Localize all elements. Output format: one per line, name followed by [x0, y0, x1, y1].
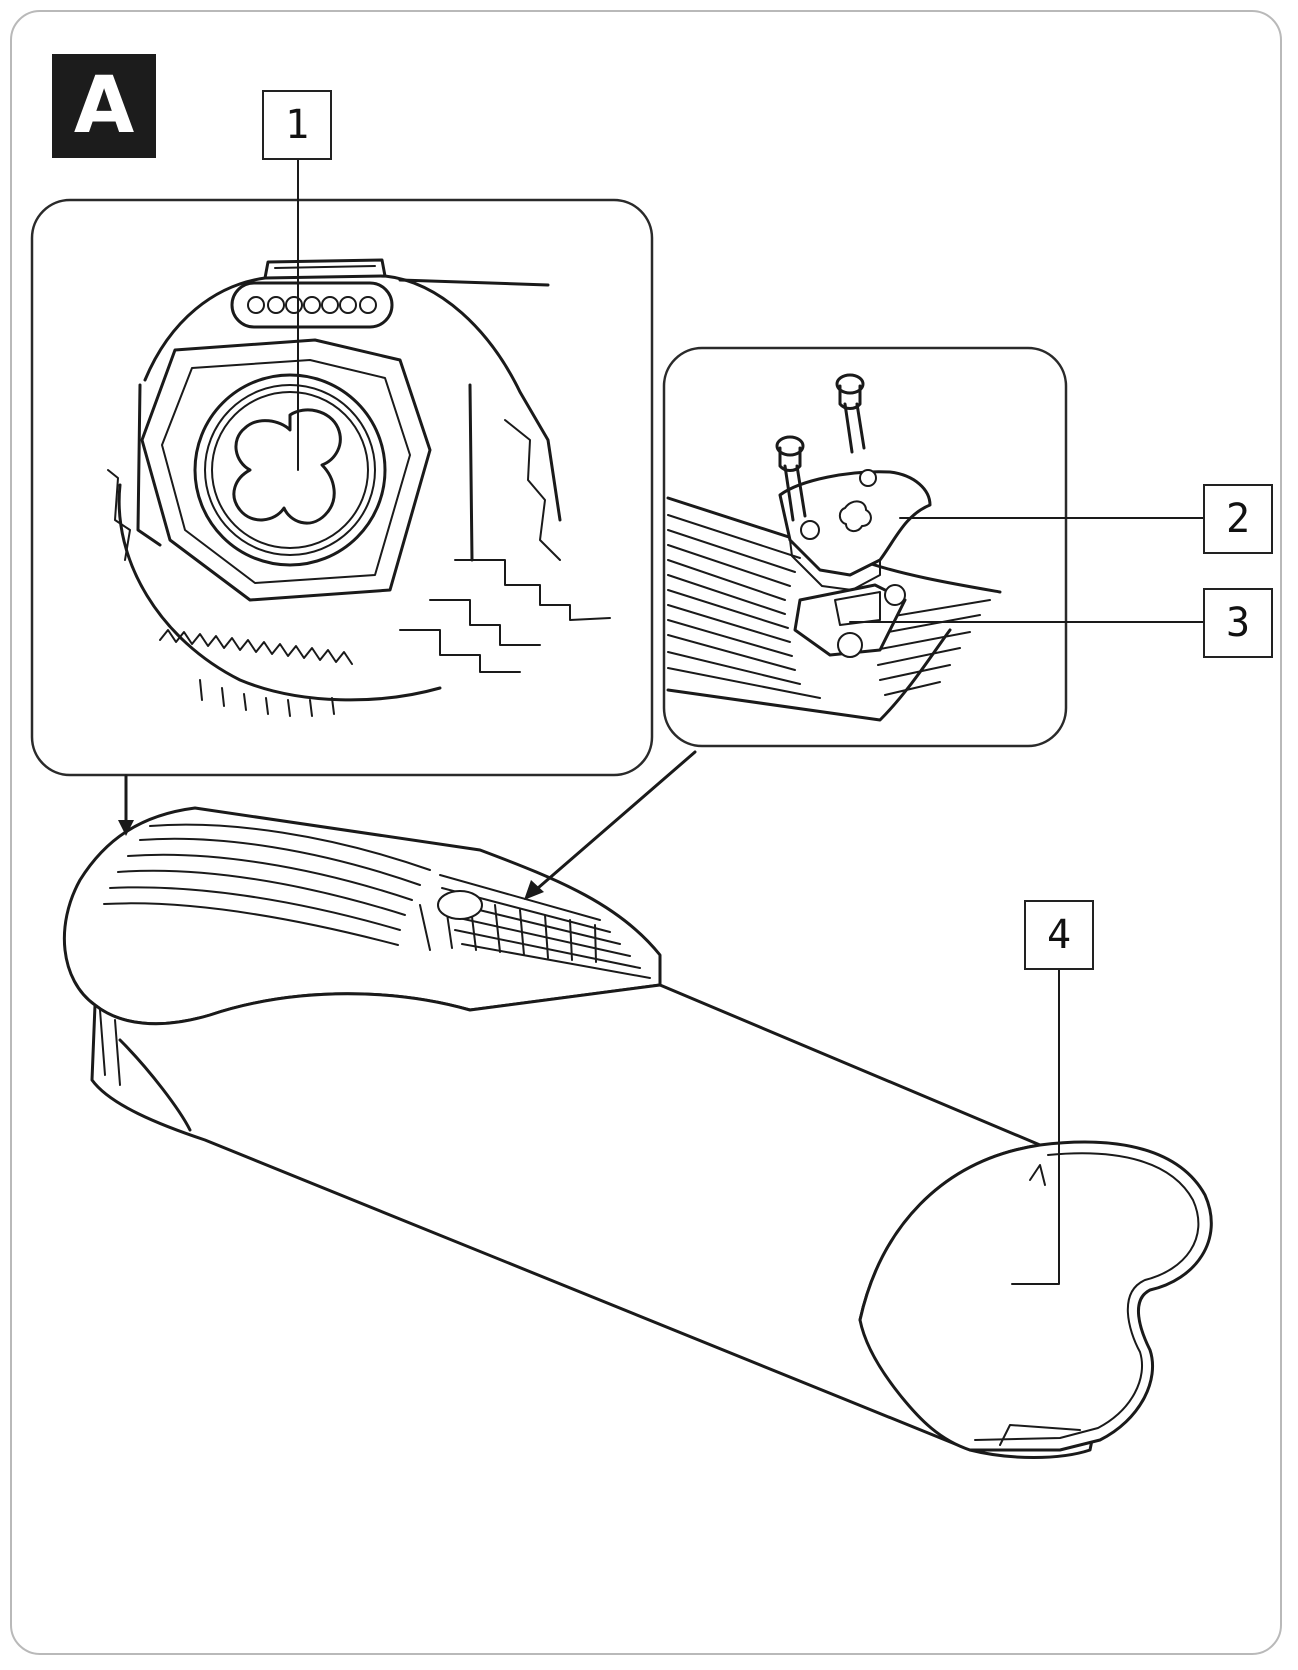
- section-label: A: [52, 54, 156, 158]
- connector-end-drawing: [107, 258, 611, 717]
- callout-2: 2: [1203, 484, 1273, 554]
- screw-right: [835, 373, 866, 454]
- callout-4: 4: [1024, 900, 1094, 970]
- callout-3: 3: [1203, 588, 1273, 658]
- tube-open-end: [858, 1140, 1213, 1452]
- connector-detail-panel: [30, 198, 654, 777]
- bracket-drawing: [666, 373, 1002, 722]
- leader-line-4: [1011, 951, 1060, 1285]
- callout-1: 1: [262, 90, 332, 160]
- screw-left: [775, 435, 807, 522]
- bracket-detail-panel: [662, 346, 1068, 748]
- connector-pins: [247, 296, 377, 314]
- cap-fins: [103, 823, 651, 979]
- arrow-to-bracket-mount: [524, 750, 697, 900]
- battery-pack: [62, 806, 1213, 1459]
- arrow-to-connector-end: [118, 774, 134, 836]
